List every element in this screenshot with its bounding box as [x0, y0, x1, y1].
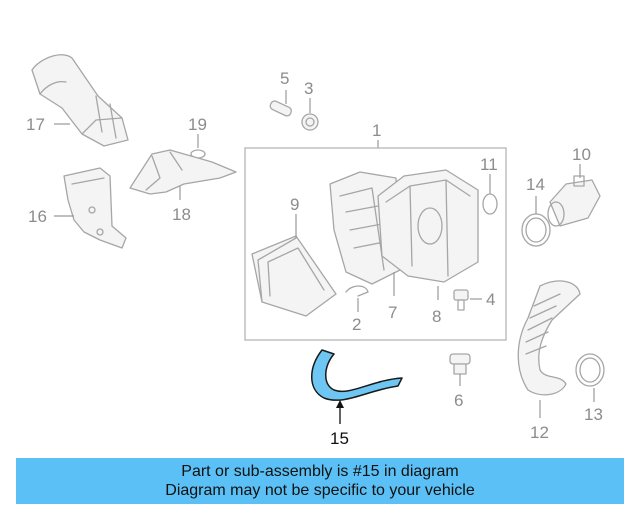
callout-4[interactable]: 4 [486, 290, 495, 309]
part-4-grommet[interactable] [453, 289, 469, 311]
callout-7[interactable]: 7 [388, 303, 397, 322]
part-5-pin[interactable] [269, 100, 293, 117]
callout-6[interactable]: 6 [454, 391, 463, 410]
part-14-hose-clamp[interactable] [521, 213, 551, 247]
part-18-guide-plate[interactable] [129, 149, 237, 195]
callout-1[interactable]: 1 [372, 121, 381, 140]
callout-12[interactable]: 12 [530, 423, 549, 442]
callout-3[interactable]: 3 [304, 79, 313, 98]
callout-11[interactable]: 11 [480, 155, 498, 174]
part-8-housing-base[interactable] [377, 169, 479, 283]
part-6-mount[interactable] [449, 353, 471, 375]
banner-line-1: Part or sub-assembly is #15 in diagram [181, 463, 459, 480]
part-13-hose-clamp[interactable] [575, 353, 605, 387]
callout-17[interactable]: 17 [26, 115, 45, 134]
part-16-bracket[interactable] [63, 167, 127, 249]
part-3-clip[interactable] [301, 113, 319, 131]
callout-16[interactable]: 16 [28, 207, 47, 226]
part-9-filter-element[interactable] [251, 235, 337, 317]
arrow-icon [336, 400, 344, 408]
callout-8[interactable]: 8 [432, 307, 441, 326]
callout-14[interactable]: 14 [526, 175, 545, 194]
part-10-airflow-meter[interactable] [547, 175, 601, 227]
part-12-intake-hose[interactable] [517, 280, 581, 396]
callout-15[interactable]: 15 [330, 429, 349, 448]
callout-2[interactable]: 2 [352, 315, 361, 334]
part-17-intake-duct[interactable] [31, 54, 129, 147]
part-2-clip[interactable] [345, 285, 369, 297]
callout-19[interactable]: 19 [188, 115, 207, 134]
assembly-1-box[interactable] [244, 147, 507, 341]
callout-10[interactable]: 10 [572, 145, 591, 164]
banner-line-2: Diagram may not be specific to your vehi… [165, 482, 475, 499]
callout-9[interactable]: 9 [290, 195, 299, 214]
part-11-o-ring[interactable] [482, 193, 498, 215]
callout-13[interactable]: 13 [584, 405, 603, 424]
info-banner: Part or sub-assembly is #15 in diagram D… [16, 458, 624, 504]
callout-5[interactable]: 5 [280, 69, 289, 88]
part-15-seal-highlighted[interactable] [311, 349, 403, 401]
callout-18[interactable]: 18 [172, 205, 191, 224]
